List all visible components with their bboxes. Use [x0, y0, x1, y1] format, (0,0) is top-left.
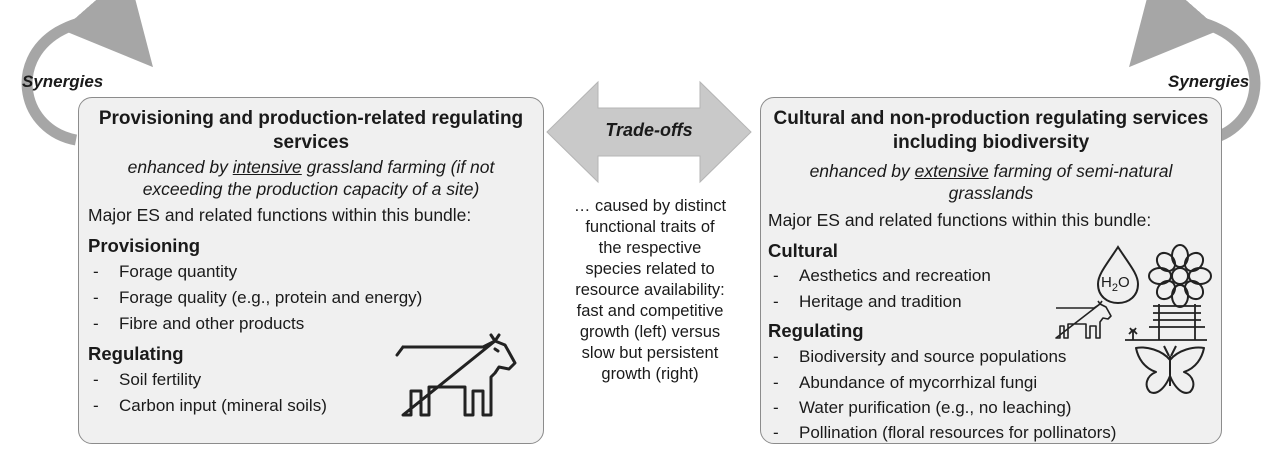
left-item: -Forage quality (e.g., protein and energ… — [93, 288, 423, 307]
middle-explanation: … caused by distinct functional traits o… — [555, 196, 745, 385]
left-category-regulating: Regulating — [88, 343, 184, 364]
left-item: -Fibre and other products — [93, 314, 305, 333]
middle-line: … caused by distinct — [573, 197, 727, 215]
cultural-bundle-box — [760, 97, 1222, 444]
left-subtitle-line2: exceeding the production capacity of a s… — [142, 179, 480, 199]
right-subtitle-line2: grasslands — [948, 183, 1034, 203]
right-item: -Heritage and tradition — [773, 292, 962, 311]
middle-line: growth (right) — [601, 365, 699, 383]
right-title-line1: Cultural and non-production regulating s… — [773, 108, 1209, 129]
right-title-line2: including biodiversity — [892, 132, 1090, 153]
right-item: -Water purification (e.g., no leaching) — [773, 398, 1072, 417]
middle-line: species related to — [585, 260, 715, 278]
left-item: -Carbon input (mineral soils) — [93, 396, 327, 415]
right-item: -Biodiversity and source populations — [773, 347, 1067, 366]
right-item: -Aesthetics and recreation — [773, 266, 991, 285]
left-item: -Soil fertility — [93, 370, 202, 389]
right-item: -Abundance of mycorrhizal fungi — [773, 373, 1038, 392]
tradeoffs-label: Trade-offs — [605, 120, 693, 140]
middle-line: growth (left) versus — [579, 323, 721, 341]
right-extensive-word: extensive — [914, 161, 989, 181]
left-subtitle-line1: enhanced by intensive grassland farming … — [127, 157, 495, 177]
middle-line: fast and competitive — [576, 302, 724, 320]
provisioning-bundle-box — [78, 97, 544, 444]
synergies-label-right: Synergies — [1168, 72, 1250, 91]
bench-icon — [1125, 304, 1207, 341]
right-intro: Major ES and related functions within th… — [768, 210, 1152, 230]
left-category-provisioning: Provisioning — [88, 235, 201, 256]
flower-icon — [1148, 244, 1212, 308]
h2o-label: H2O — [1101, 274, 1130, 294]
left-item: -Forage quantity — [93, 262, 238, 281]
middle-line: resource availability: — [575, 281, 725, 299]
left-intensive-word: intensive — [232, 157, 302, 177]
left-title-line2: services — [272, 132, 350, 153]
right-category-regulating: Regulating — [768, 320, 864, 341]
right-category-cultural: Cultural — [768, 240, 838, 261]
water-drop-icon — [1096, 245, 1140, 305]
left-intro: Major ES and related functions within th… — [88, 205, 472, 225]
cow-icon — [395, 333, 517, 417]
left-title-line1: Provisioning and production-related regu… — [98, 108, 524, 129]
right-item: -Pollination (floral resources for polli… — [773, 423, 1117, 442]
middle-line: functional traits of — [585, 218, 715, 236]
middle-line: the respective — [598, 239, 702, 257]
synergies-label-left: Synergies — [22, 72, 104, 91]
small-cow-icon — [1055, 300, 1112, 339]
middle-line: slow but persistent — [581, 344, 719, 362]
right-subtitle-line1: enhanced by extensive farming of semi-na… — [809, 161, 1173, 181]
butterfly-icon — [1135, 345, 1205, 394]
